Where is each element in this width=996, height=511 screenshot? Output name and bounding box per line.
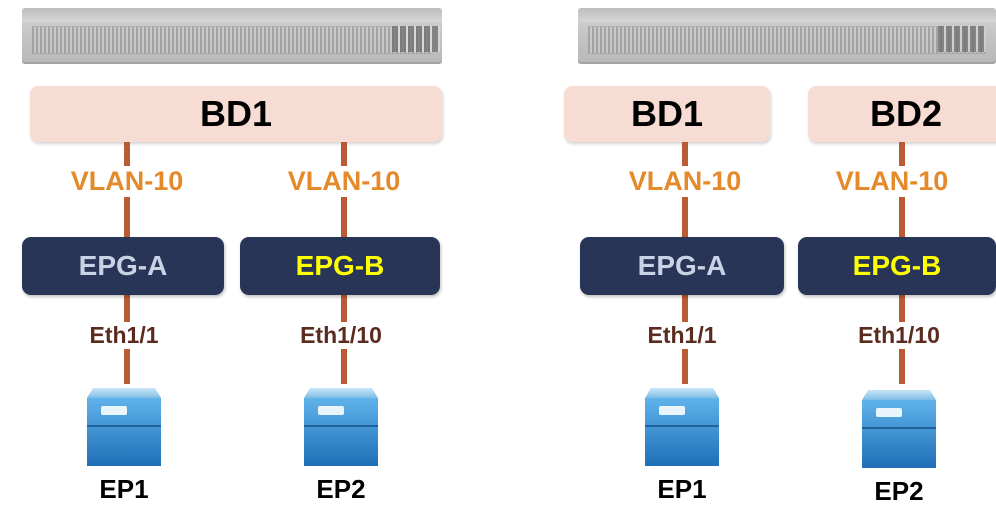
endpoint-label: EP1	[657, 474, 707, 504]
bridge-domain-label: BD1	[199, 93, 273, 134]
vlan-label: VLAN-10	[626, 166, 744, 197]
interface-label: Eth1/10	[297, 322, 385, 349]
server-icon	[87, 388, 161, 466]
vlan-label: VLAN-10	[68, 166, 186, 197]
endpoint-label: EP2	[874, 476, 924, 506]
interface-label: Eth1/1	[86, 322, 162, 349]
server-icon	[862, 390, 936, 468]
epg-b-box: EPG-B	[798, 237, 996, 295]
endpoint-label: EP2	[316, 474, 366, 504]
network-switch-icon	[22, 8, 442, 64]
epg-b-box: EPG-B	[240, 237, 440, 295]
bridge-domain-bd1: BD1	[564, 86, 770, 142]
endpoint-label: EP1	[99, 474, 149, 504]
vlan-label: VLAN-10	[285, 166, 403, 197]
epg-label: EPG-B	[852, 250, 942, 281]
network-switch-icon	[578, 8, 996, 64]
server-icon	[304, 388, 378, 466]
vlan-label: VLAN-10	[833, 166, 951, 197]
epg-a-box: EPG-A	[22, 237, 224, 295]
epg-label: EPG-A	[78, 250, 168, 281]
epg-label: EPG-B	[295, 250, 385, 281]
interface-label: Eth1/10	[855, 322, 943, 349]
bridge-domain-label: BD1	[630, 93, 704, 134]
server-icon	[645, 388, 719, 466]
epg-a-box: EPG-A	[580, 237, 784, 295]
bridge-domain-bd2: BD2	[808, 86, 996, 142]
epg-label: EPG-A	[637, 250, 727, 281]
bridge-domain-bd1: BD1	[30, 86, 442, 142]
interface-label: Eth1/1	[644, 322, 720, 349]
bridge-domain-label: BD2	[869, 93, 943, 134]
